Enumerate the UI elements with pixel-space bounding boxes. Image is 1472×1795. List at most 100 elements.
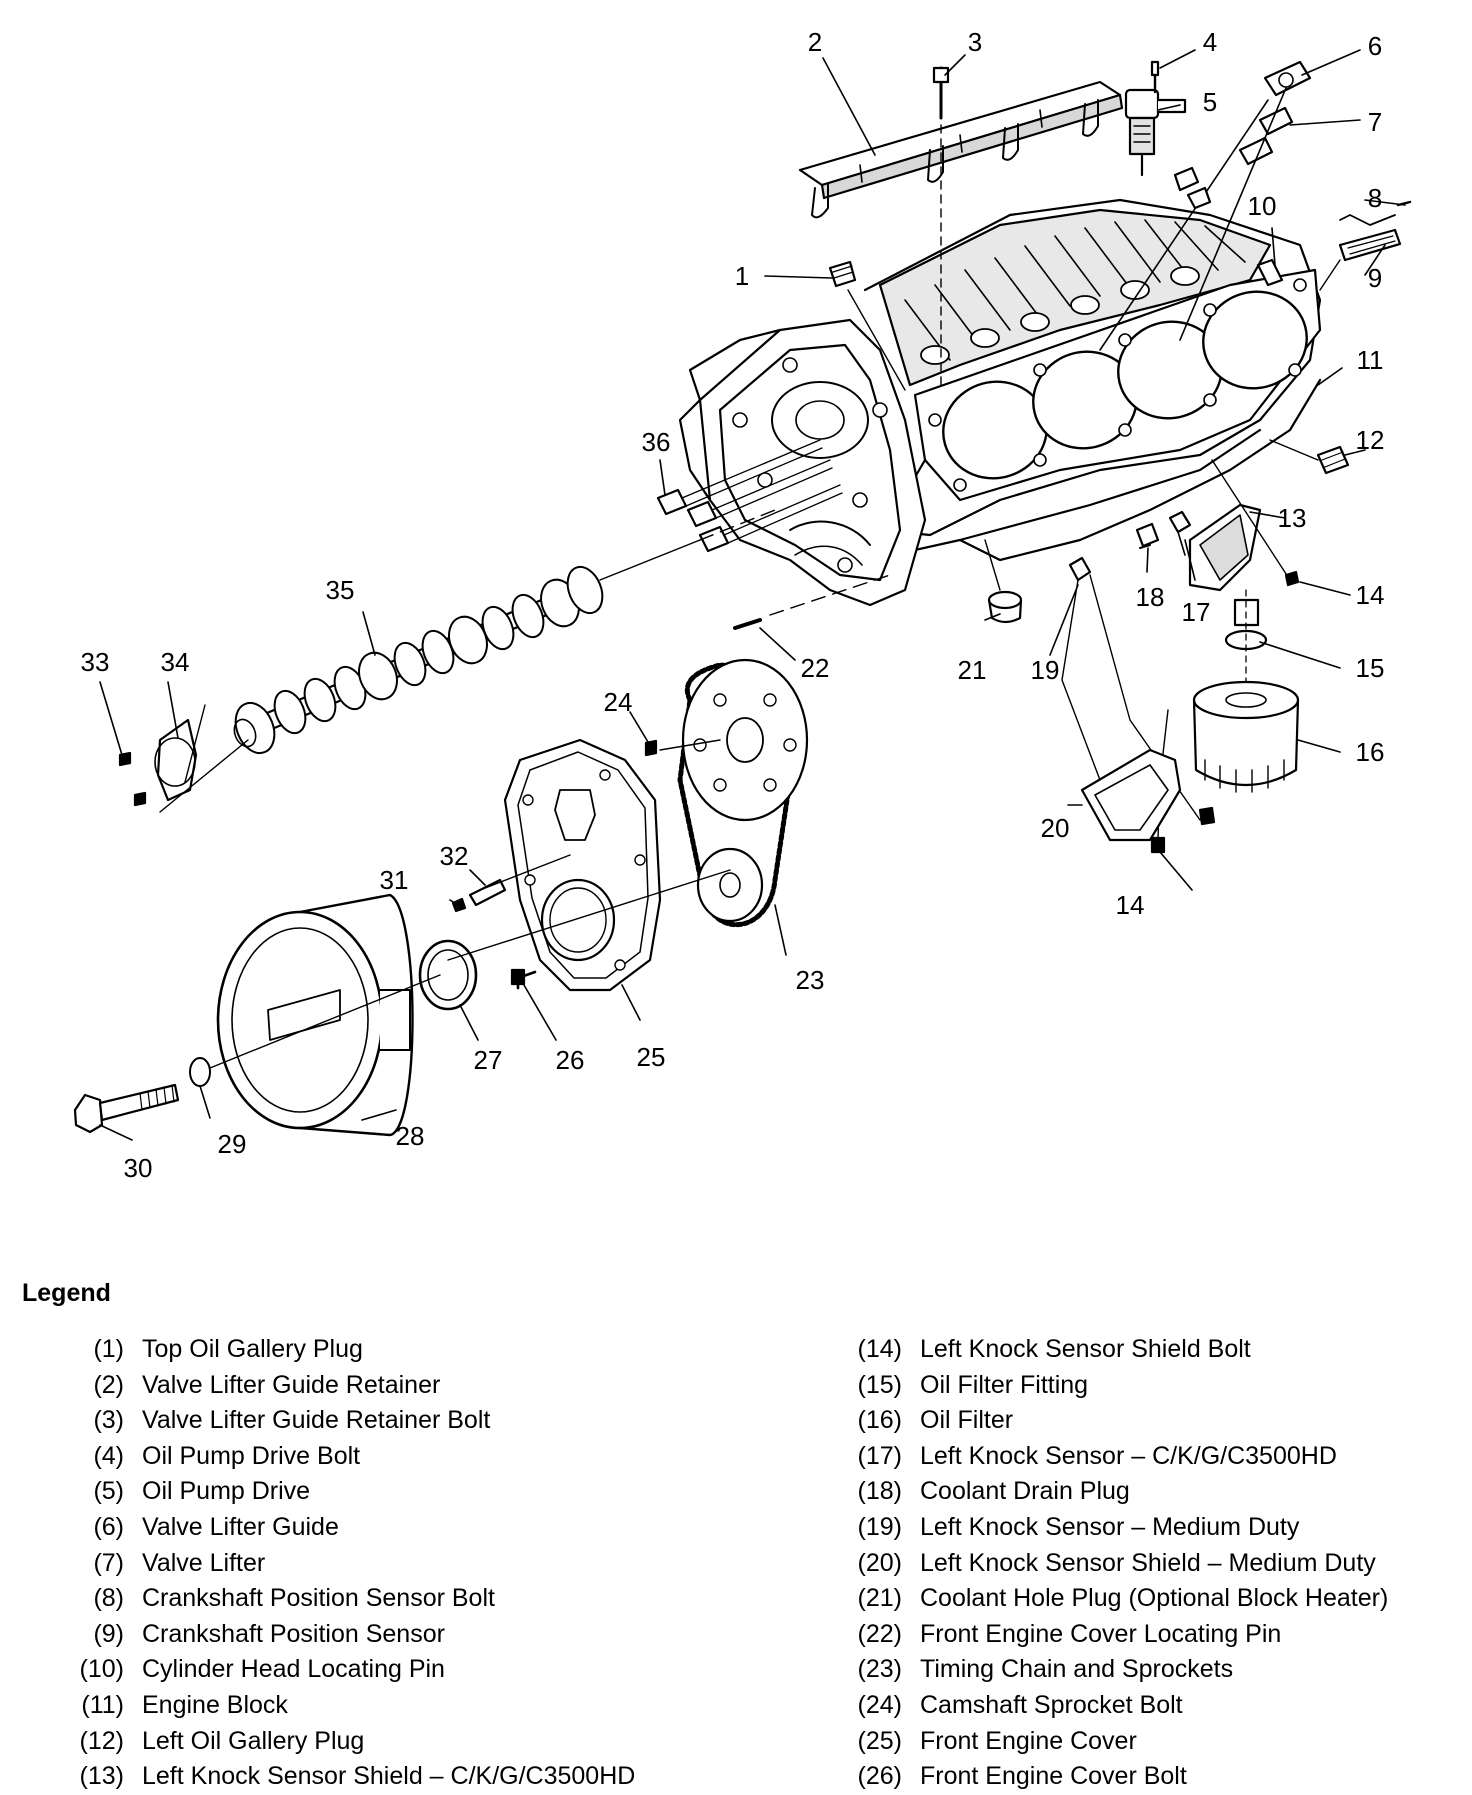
legend-item-number: (11) — [81, 1690, 124, 1719]
callout-1: 1 — [734, 261, 750, 291]
legend-item: (21) Coolant Hole Plug (Optional Block He… — [822, 1581, 1462, 1617]
callout-9: 9 — [1367, 263, 1383, 293]
legend-item-number: (4) — [93, 1441, 124, 1470]
callout-11: 11 — [1356, 345, 1384, 375]
legend-item-text: Cylinder Head Locating Pin — [142, 1655, 445, 1684]
legend-item-number: (7) — [93, 1548, 124, 1577]
balancer-bolt — [73, 869, 731, 1134]
legend-item: (23)Timing Chain and Sprockets — [822, 1652, 1462, 1688]
callout-18: 18 — [1135, 582, 1165, 612]
callout-23: 23 — [795, 965, 825, 995]
legend-item-number: (10) — [79, 1655, 124, 1684]
legend-item-number: (21) — [857, 1584, 902, 1613]
legend-item-number: (2) — [93, 1370, 124, 1399]
callout-16: 16 — [1355, 737, 1385, 767]
callout-19: 19 — [1030, 655, 1060, 685]
front-engine-cover — [503, 738, 662, 992]
legend-item-number: (18) — [857, 1477, 902, 1506]
legend-item-text: Camshaft Sprocket Bolt — [920, 1690, 1183, 1719]
legend-item-number: (24) — [857, 1690, 902, 1719]
legend-item-text: Left Oil Gallery Plug — [142, 1726, 365, 1755]
callout-15: 15 — [1355, 653, 1385, 683]
legend-item-number: (20) — [857, 1548, 902, 1577]
cover-sensor — [451, 854, 571, 913]
callout-26: 26 — [555, 1045, 585, 1075]
top-oil-gallery-plug — [828, 260, 906, 391]
legend-item: (10) Cylinder Head Locating Pin — [62, 1652, 762, 1688]
valve-lifter-guide — [1099, 60, 1312, 351]
callout-30: 30 — [123, 1153, 153, 1183]
legend-item: (15)Oil Filter Fitting — [822, 1368, 1462, 1404]
valve-lifter-guide-retainer — [798, 80, 1124, 219]
callout-21: 21 — [957, 655, 987, 685]
legend-item-text: Coolant Hole Plug (Optional Block Heater… — [920, 1584, 1389, 1613]
oil-filter — [1192, 589, 1300, 793]
callout-2: 2 — [807, 27, 823, 57]
legend-item: (19)Left Knock Sensor – Medium Duty — [822, 1510, 1462, 1546]
legend-item-number: (3) — [93, 1406, 124, 1435]
legend-item-text: Coolant Drain Plug — [920, 1477, 1130, 1506]
callout-33: 33 — [80, 647, 110, 677]
legend-item: (22)Front Engine Cover Locating Pin — [822, 1617, 1462, 1653]
legend-item-number: (26) — [857, 1762, 902, 1791]
callout-14a: 14 — [1355, 580, 1385, 610]
callout-27: 27 — [473, 1045, 503, 1075]
legend-item: (25)Front Engine Cover — [822, 1724, 1462, 1760]
legend-item-number: (5) — [93, 1477, 124, 1506]
legend-column-right: (14)Left Knock Sensor Shield Bolt(15)Oil… — [822, 1332, 1462, 1795]
legend-item-text: Top Oil Gallery Plug — [142, 1335, 363, 1363]
legend-item-text: Left Knock Sensor – C/K/G/C3500HD — [920, 1441, 1337, 1470]
legend-item: (5)Oil Pump Drive — [62, 1474, 762, 1510]
legend-item-number: (22) — [857, 1619, 902, 1648]
legend-item-number: (17) — [857, 1441, 902, 1470]
camshaft-thrust-plate — [118, 704, 249, 813]
legend-item-text: Oil Filter Fitting — [920, 1370, 1089, 1399]
callout-12: 12 — [1355, 425, 1385, 455]
legend-item-text: Crankshaft Position Sensor — [142, 1619, 445, 1648]
legend-item: (14)Left Knock Sensor Shield Bolt — [822, 1332, 1462, 1368]
callout-20: 20 — [1040, 813, 1070, 843]
legend-item: (11)Engine Block — [62, 1688, 762, 1724]
legend-item: (7) Valve Lifter — [62, 1546, 762, 1582]
legend-item-text: Front Engine Cover Bolt — [920, 1762, 1187, 1791]
left-oil-gallery-plug — [1269, 439, 1350, 475]
legend-item-number: (9) — [93, 1619, 124, 1648]
oil-pump-drive — [1124, 60, 1187, 177]
timing-chain-and-sprockets — [659, 658, 809, 928]
legend-item: (16)Oil Filter — [822, 1403, 1462, 1439]
camshaft — [233, 507, 781, 755]
callout-36: 36 — [641, 427, 671, 457]
legend-item-number: (12) — [79, 1726, 124, 1755]
callout-28: 28 — [395, 1121, 425, 1151]
legend-item-text: Valve Lifter — [142, 1548, 266, 1577]
legend-item: (26) Front Engine Cover Bolt — [822, 1759, 1462, 1795]
legend-item: (13)Left Knock Sensor Shield – C/K/G/C35… — [62, 1759, 762, 1795]
legend-item: (20)Left Knock Sensor Shield – Medium Du… — [822, 1546, 1462, 1582]
legend-item: (1)Top Oil Gallery Plug — [62, 1332, 762, 1368]
callout-6: 6 — [1367, 31, 1383, 61]
front-cover-bolt — [510, 968, 537, 990]
legend-item: (9) Crankshaft Position Sensor — [62, 1617, 762, 1653]
callout-25: 25 — [636, 1042, 666, 1072]
knock-sensor — [1135, 510, 1192, 556]
legend-item-number: (6) — [93, 1512, 124, 1541]
legend-item: (6)Valve Lifter Guide — [62, 1510, 762, 1546]
callout-32: 32 — [439, 841, 469, 871]
legend-item: (8)Crankshaft Position Sensor Bolt — [62, 1581, 762, 1617]
knock-sensor-medium-duty — [1061, 556, 1216, 842]
front-cover-locating-pin — [733, 574, 891, 630]
legend-item-text: Oil Pump Drive Bolt — [142, 1441, 361, 1470]
exploded-engine-diagram — [73, 49, 1412, 1141]
leader-lines — [99, 49, 1406, 1141]
legend-item-number: (13) — [79, 1762, 124, 1791]
legend-item: (2)Valve Lifter Guide Retainer — [62, 1368, 762, 1404]
crankshaft-oil-seal — [418, 939, 478, 1011]
cylinder-head-locating-pin — [1256, 258, 1284, 287]
engine-block — [678, 198, 1322, 607]
camshaft-sprocket-bolt — [644, 739, 658, 757]
legend-item-text: Left Knock Sensor Shield Bolt — [920, 1335, 1251, 1363]
callout-3: 3 — [967, 27, 983, 57]
legend-column-left: (1)Top Oil Gallery Plug(2)Valve Lifter G… — [62, 1332, 762, 1795]
legend-item-text: Valve Lifter Guide Retainer Bolt — [142, 1406, 491, 1435]
coolant-hole-plug — [984, 539, 1023, 624]
